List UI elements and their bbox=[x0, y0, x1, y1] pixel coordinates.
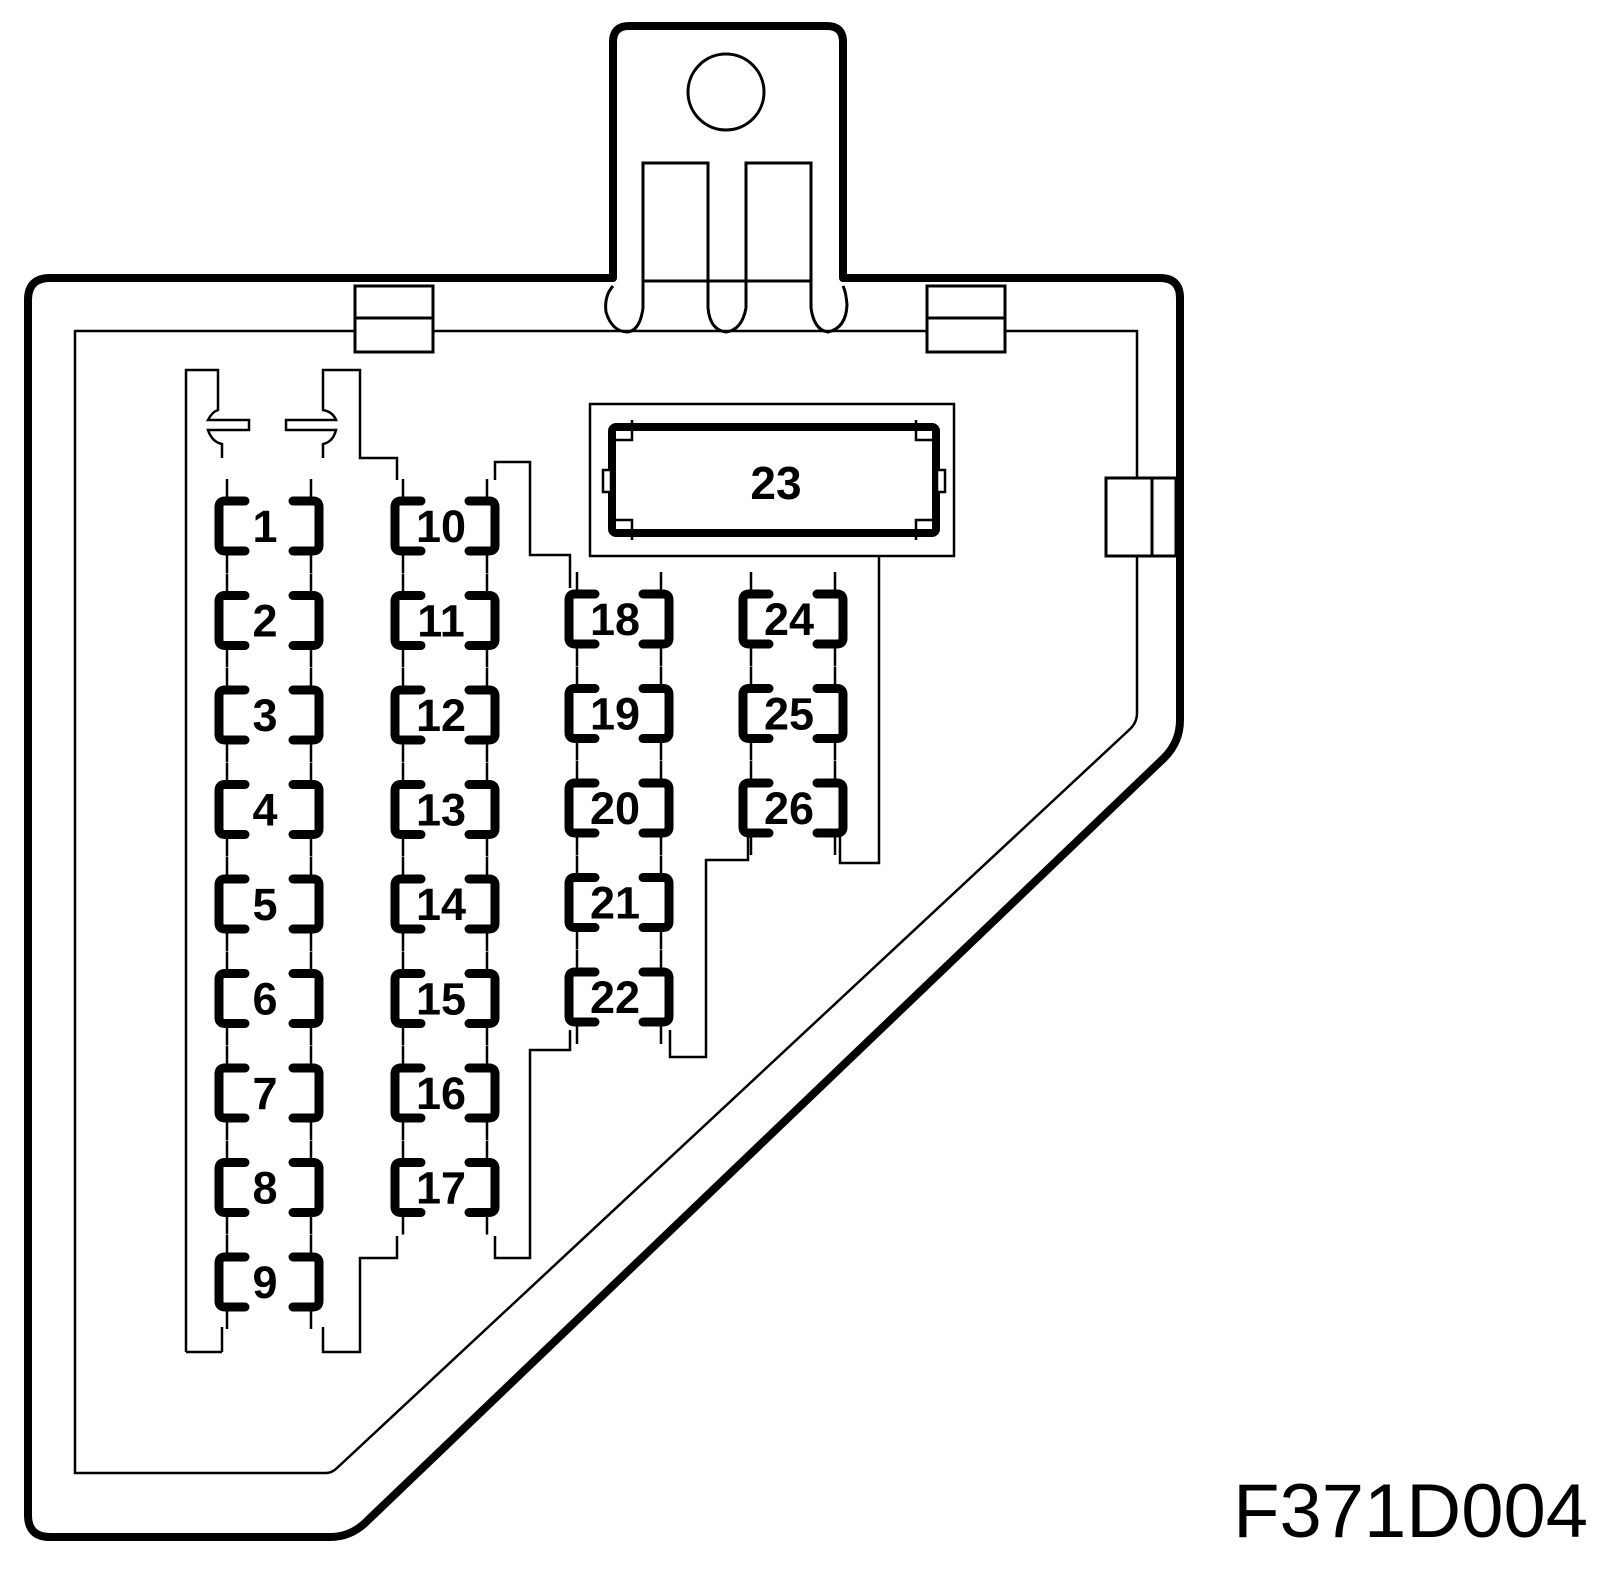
relay-23: 23 bbox=[588, 402, 956, 558]
fuse-label-4: 4 bbox=[252, 785, 277, 836]
fuse-slot-15: 15 bbox=[390, 951, 500, 1046]
fuse-slot-20: 20 bbox=[564, 761, 674, 855]
housing-clips bbox=[353, 284, 1178, 558]
fuse-slot-10: 10 bbox=[390, 479, 500, 573]
housing-outline bbox=[24, 22, 1184, 1541]
fuse-label-20: 20 bbox=[590, 783, 640, 834]
fuse-slot-8: 8 bbox=[214, 1140, 324, 1235]
fuse-slot-2: 2 bbox=[214, 573, 324, 668]
fuse-label-12: 12 bbox=[416, 690, 466, 741]
fuse-label-22: 22 bbox=[590, 972, 640, 1023]
fuse-slot-14: 14 bbox=[390, 857, 500, 951]
fuse-slot-24: 24 bbox=[738, 572, 848, 666]
fuse-slot-16: 16 bbox=[390, 1046, 500, 1140]
fuse-label-9: 9 bbox=[252, 1257, 277, 1308]
clip-right bbox=[1104, 476, 1178, 558]
fuse-label-21: 21 bbox=[590, 878, 640, 929]
fuse-label-2: 2 bbox=[252, 596, 277, 647]
fuse-slot-25: 25 bbox=[738, 666, 848, 761]
fuse-slot-1: 1 bbox=[214, 479, 324, 573]
fuse-slot-21: 21 bbox=[564, 855, 674, 950]
fuse-slot-26: 26 bbox=[738, 761, 848, 855]
fuse-label-16: 16 bbox=[416, 1068, 466, 1119]
fuse-slot-13: 13 bbox=[390, 762, 500, 857]
fuse-slot-9: 9 bbox=[214, 1235, 324, 1329]
fuse-label-5: 5 bbox=[252, 879, 277, 930]
figure-code: F371D004 bbox=[1233, 1469, 1588, 1554]
fuse-label-25: 25 bbox=[764, 689, 814, 740]
fuse-slot-19: 19 bbox=[564, 666, 674, 761]
fuse-slot-5: 5 bbox=[214, 857, 324, 951]
fuse-layer: 1234567891011121314151617181920212224252… bbox=[214, 479, 848, 1329]
fuse-label-14: 14 bbox=[416, 879, 466, 930]
fuse-label-26: 26 bbox=[764, 783, 814, 834]
mounting-hole bbox=[686, 52, 766, 132]
fuse-label-17: 17 bbox=[416, 1163, 466, 1214]
relay-label-23: 23 bbox=[750, 457, 801, 509]
fuse-label-13: 13 bbox=[416, 785, 466, 836]
fuse-slot-12: 12 bbox=[390, 668, 500, 762]
fuse-slot-6: 6 bbox=[214, 951, 324, 1046]
fuse-label-19: 19 bbox=[590, 689, 640, 740]
fuse-label-8: 8 bbox=[252, 1163, 277, 1214]
fuse-label-18: 18 bbox=[590, 594, 640, 645]
fuse-label-3: 3 bbox=[252, 690, 277, 741]
fuse-slot-4: 4 bbox=[214, 762, 324, 857]
fuse-slot-3: 3 bbox=[214, 668, 324, 762]
fuse-slot-7: 7 bbox=[214, 1046, 324, 1140]
fuse-label-6: 6 bbox=[252, 974, 277, 1025]
fuse-panel-outlines bbox=[184, 368, 881, 1354]
fuse-slot-11: 11 bbox=[390, 573, 500, 668]
fuse-slot-18: 18 bbox=[564, 572, 674, 666]
mounting-tab-grooves bbox=[604, 161, 849, 334]
fuse-label-1: 1 bbox=[252, 501, 277, 552]
fuse-label-7: 7 bbox=[252, 1068, 277, 1119]
fuse-label-24: 24 bbox=[764, 594, 814, 645]
fuse-slot-22: 22 bbox=[564, 950, 674, 1044]
fuse-label-10: 10 bbox=[416, 501, 466, 552]
fuse-label-15: 15 bbox=[416, 974, 466, 1025]
fuse-label-11: 11 bbox=[417, 596, 465, 647]
fuse-slot-17: 17 bbox=[390, 1140, 500, 1235]
housing-inner-outline bbox=[73, 329, 1139, 1475]
